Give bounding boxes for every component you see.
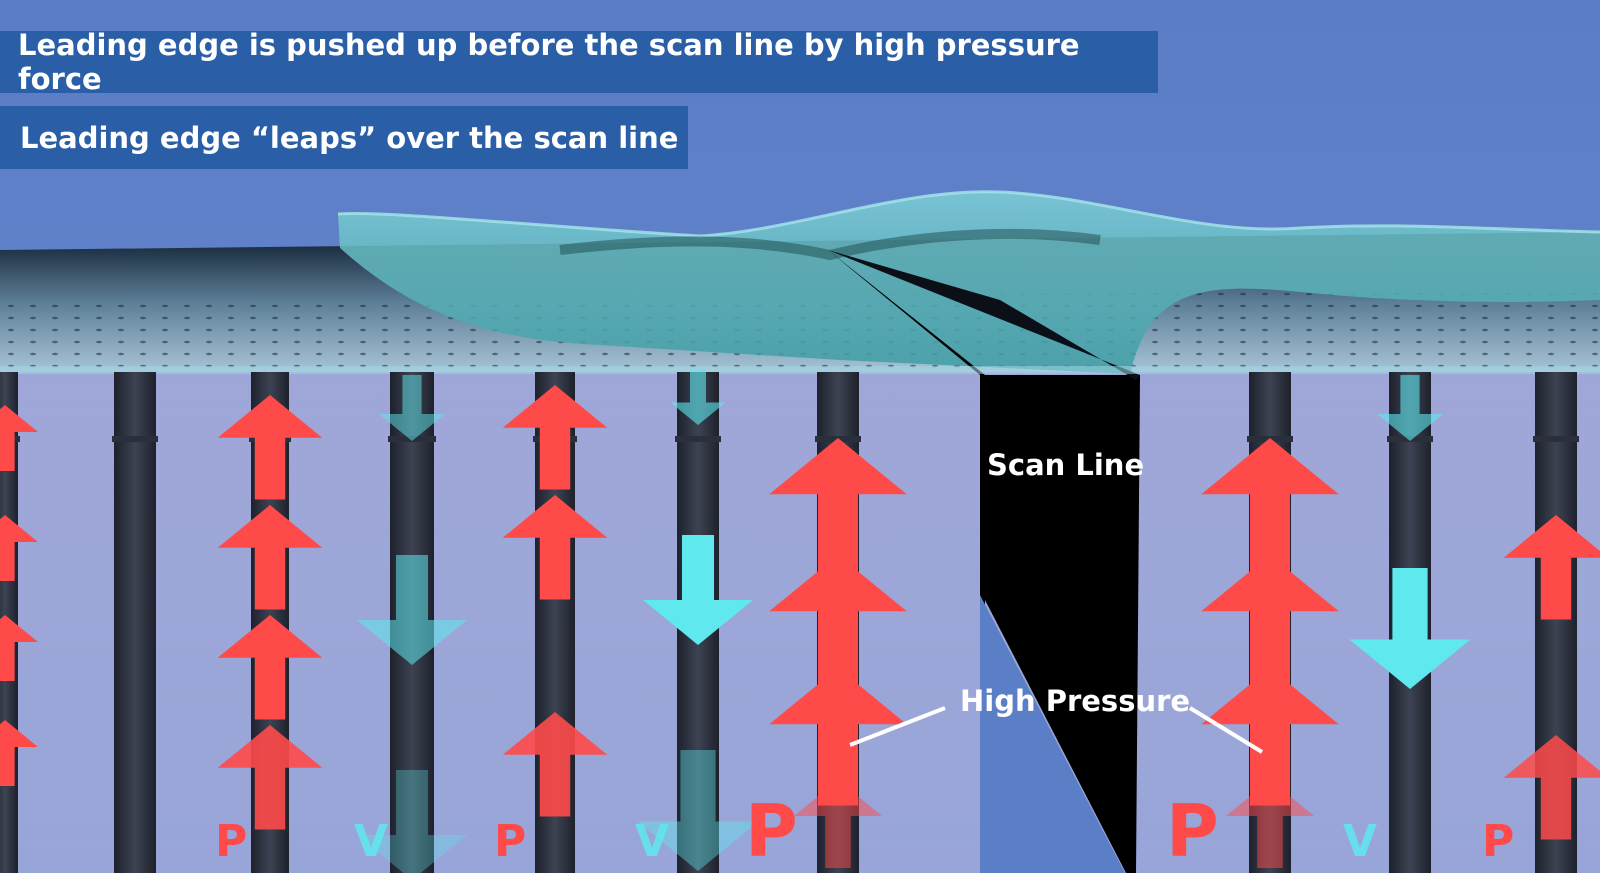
pressure-marker: P	[215, 820, 247, 864]
pipe-post	[114, 372, 156, 873]
pressure-marker: P	[494, 820, 526, 864]
vacuum-marker: V	[354, 820, 388, 864]
pressure-marker: P	[1166, 795, 1219, 867]
caption-line-2: Leading edge “leaps” over the scan line	[0, 106, 688, 169]
scan-line-label: Scan Line	[987, 448, 1144, 482]
pressure-marker: P	[1482, 820, 1514, 864]
vacuum-marker: V	[635, 820, 669, 864]
vacuum-marker: V	[1343, 820, 1377, 864]
high-pressure-label: High Pressure	[960, 684, 1190, 718]
caption-line-1: Leading edge is pushed up before the sca…	[0, 31, 1158, 93]
pressure-marker: P	[745, 795, 798, 867]
